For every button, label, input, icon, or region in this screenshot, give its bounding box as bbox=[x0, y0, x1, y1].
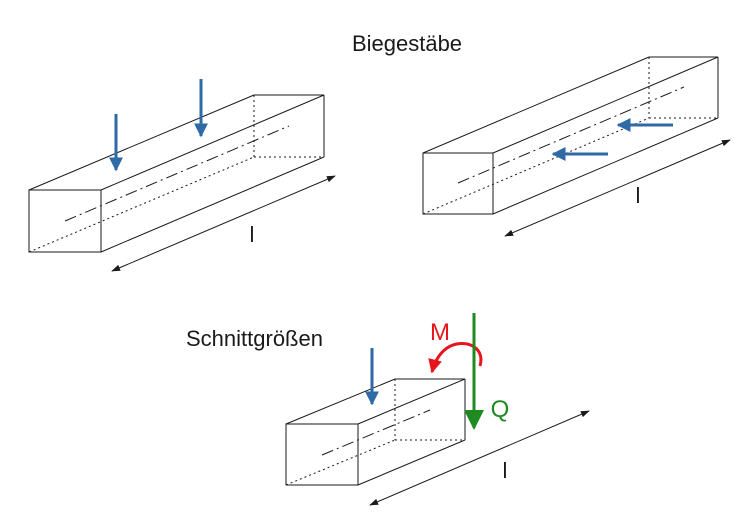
beam-2-length-label: l bbox=[636, 183, 641, 208]
beam-3-length-label: l bbox=[503, 458, 508, 483]
beam-2-edge bbox=[422, 56, 650, 154]
beam-1-length-label: l bbox=[250, 222, 255, 247]
beam-2-length-dimension bbox=[504, 139, 731, 237]
beam-3-edge bbox=[285, 378, 396, 425]
beam-1-length-dimension bbox=[111, 175, 336, 272]
beam-1-front-face bbox=[28, 189, 102, 253]
beam-1-hidden-edges bbox=[28, 95, 324, 253]
section-heading: Schnittgrößen bbox=[186, 326, 323, 351]
moment-arrow bbox=[428, 342, 483, 374]
beam-2-center-axis bbox=[457, 86, 685, 184]
beam-1-center-axis bbox=[64, 125, 290, 222]
moment-label: M bbox=[430, 319, 450, 346]
beam-3-length-dimension bbox=[369, 410, 590, 506]
beam-2 bbox=[422, 56, 719, 215]
shear-force-label: Q bbox=[491, 396, 510, 423]
beam-1-edge bbox=[28, 94, 255, 191]
beam-3-front-face bbox=[285, 423, 359, 486]
beam-3-edge bbox=[357, 439, 466, 486]
beam-2-hidden-edges bbox=[422, 57, 718, 215]
beam-2-edge bbox=[492, 117, 719, 215]
beam-3-hidden-edges bbox=[285, 379, 465, 486]
beam-1-edge bbox=[100, 94, 325, 191]
beam-1-edge bbox=[100, 156, 325, 253]
beam-1 bbox=[28, 94, 325, 253]
beam-2-edge bbox=[492, 56, 719, 154]
beam-2-front-face bbox=[422, 152, 494, 215]
diagram-title: Biegestäbe bbox=[352, 31, 462, 56]
beam-3 bbox=[285, 378, 466, 486]
